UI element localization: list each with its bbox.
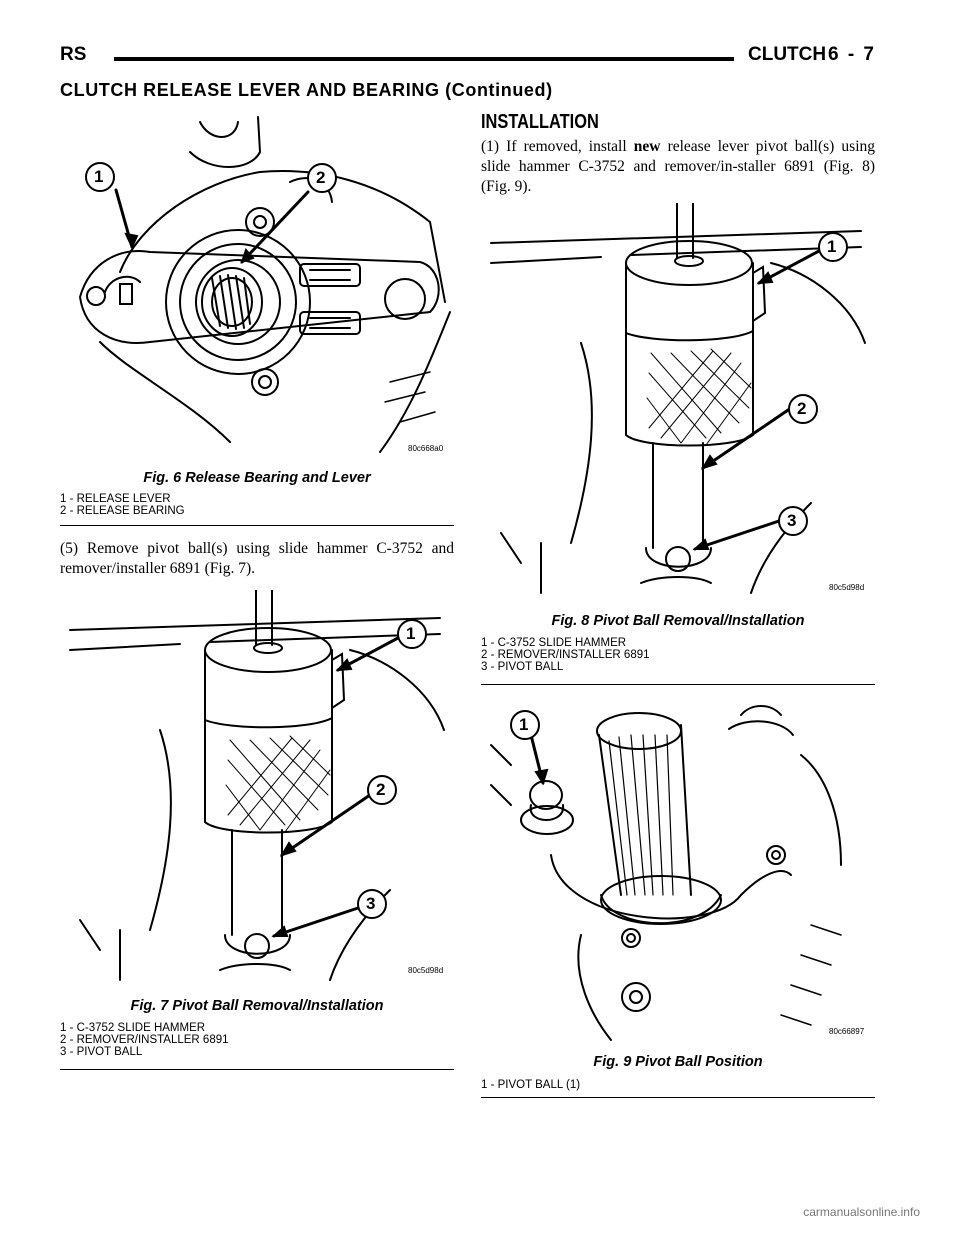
fig8-caption: Fig. 8 Pivot Ball Removal/Installation <box>551 613 805 629</box>
fig7-legend-item: 1 - C-3752 SLIDE HAMMER <box>60 1022 206 1034</box>
fig7-rule <box>60 1069 454 1070</box>
fig8-legend-item: 3 - PIVOT BALL <box>481 661 564 673</box>
fig8-legend-item: 1 - C-3752 SLIDE HAMMER <box>481 637 627 649</box>
fig6-callout-1-label: 1 <box>94 167 104 186</box>
fig9-caption: Fig. 9 Pivot Ball Position <box>593 1054 763 1070</box>
fig6-caption: Fig. 6 Release Bearing and Lever <box>143 470 371 486</box>
fig7-legend-item: 2 - REMOVER/INSTALLER 6891 <box>60 1034 229 1046</box>
header-model-code: RS <box>60 44 87 65</box>
fig8-image-id: 80c5d98d <box>829 583 865 592</box>
header-page-number: 6 - 7 <box>827 44 876 65</box>
fig9-legend-item: 1 - PIVOT BALL (1) <box>481 1079 581 1091</box>
fig9-legend: 1 - PIVOT BALL (1) <box>481 1079 580 1091</box>
fig9-callout-1-label: 1 <box>519 715 529 734</box>
header-section-title: CLUTCH <box>748 44 827 65</box>
fig8-callout-1-label: 1 <box>827 237 837 256</box>
fig7-caption: Fig. 7 Pivot Ball Removal/Installation <box>130 998 384 1014</box>
step-1-text-a: (1) If removed, install <box>481 138 634 155</box>
fig7-callout-3-label: 3 <box>366 894 376 913</box>
watermark: carmanualsonline.info <box>803 1205 920 1219</box>
fig6-legend-item: 2 - RELEASE BEARING <box>60 505 185 517</box>
fig6-rule <box>60 525 454 526</box>
fig9-image-id: 80c66897 <box>829 1027 865 1036</box>
fig9-rule <box>481 1097 875 1098</box>
fig6-legend-item: 1 - RELEASE LEVER <box>60 493 171 505</box>
step-1-text-b: release lever pivot ball(s) using slide … <box>481 138 876 195</box>
fig7-image-id: 80c5d98d <box>408 966 444 975</box>
step-1-emphasis: new <box>633 138 661 155</box>
fig7-callout-1-label: 1 <box>406 624 416 643</box>
fig7-legend: 1 - C-3752 SLIDE HAMMER 2 - REMOVER/INST… <box>60 1022 229 1058</box>
fig9-illustration: 1 80c66897 <box>481 695 875 1045</box>
fig6-legend: 1 - RELEASE LEVER 2 - RELEASE BEARING <box>60 493 185 517</box>
fig8-rule <box>481 684 875 685</box>
header-rule <box>114 57 734 61</box>
fig7-callout-2-label: 2 <box>376 780 386 799</box>
fig6-image-id: 80c668a0 <box>408 444 444 453</box>
fig8-callout-3-label: 3 <box>787 511 797 530</box>
installation-heading: INSTALLATION <box>481 111 599 133</box>
continued-section-title: CLUTCH RELEASE LEVER AND BEARING (Contin… <box>60 80 553 100</box>
fig6-illustration: 1 2 80c668a0 <box>60 112 454 462</box>
fig8-callout-2-label: 2 <box>797 399 807 418</box>
fig8-legend-item: 2 - REMOVER/INSTALLER 6891 <box>481 649 650 661</box>
page-header: RS CLUTCH 6 - 7 <box>60 44 876 74</box>
fig8-legend: 1 - C-3752 SLIDE HAMMER 2 - REMOVER/INST… <box>481 637 650 673</box>
fig6-callout-2-label: 2 <box>316 168 326 187</box>
fig7-illustration: 1 2 3 80c5d98d <box>60 590 454 982</box>
fig7-legend-item: 3 - PIVOT BALL <box>60 1046 143 1058</box>
fig8-illustration: 1 2 3 80c5d98d <box>481 203 875 595</box>
installation-step-1: (1) If removed, install new release leve… <box>481 137 875 197</box>
step-5-text: (5) Remove pivot ball(s) using slide ham… <box>60 540 454 577</box>
